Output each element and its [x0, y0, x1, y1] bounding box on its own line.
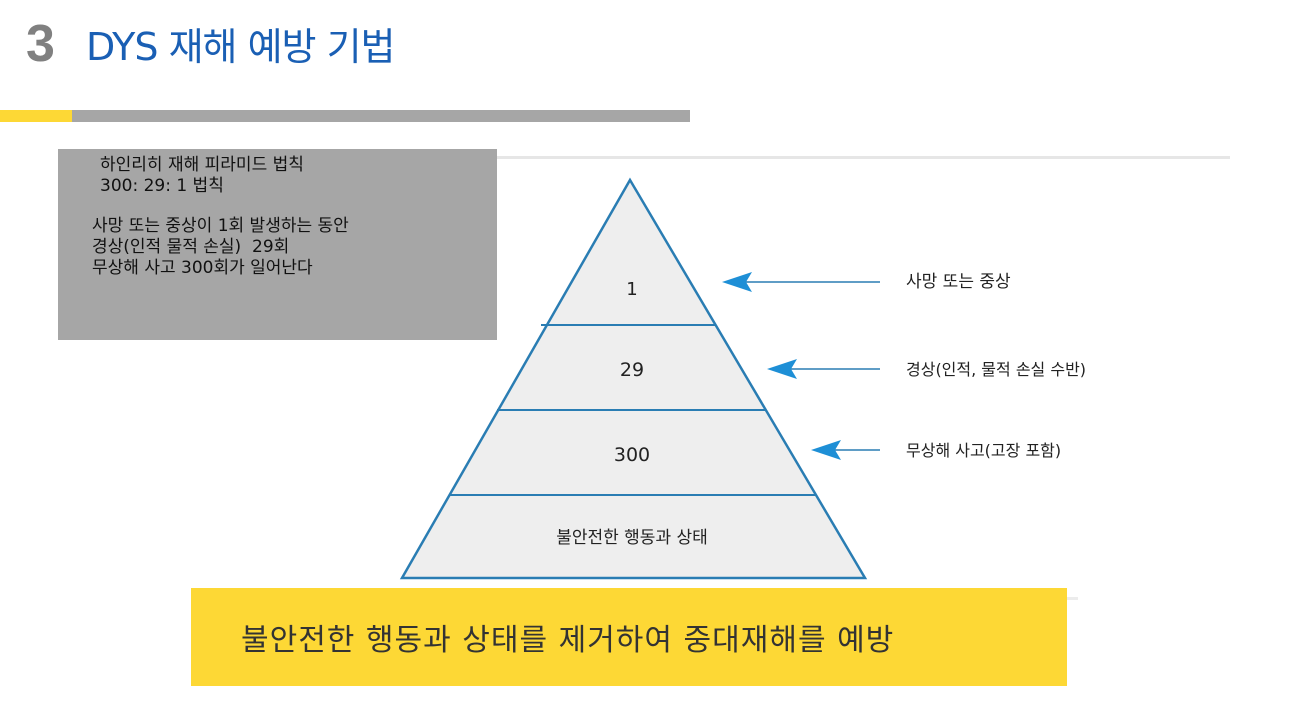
heinrich-info-box: 하인리히 재해 피라미드 법칙 300: 29: 1 법칙 사망 또는 중상이 … [58, 149, 497, 340]
title-underline-accent [0, 110, 72, 122]
section-number: 3 [26, 15, 55, 73]
conclusion-banner: 불안전한 행동과 상태를 제거하여 중대재해를 예방 [191, 588, 1067, 686]
divider-line [497, 156, 1230, 159]
arrow-icon [811, 440, 880, 460]
pyramid-level-label: 불안전한 행동과 상태 [556, 528, 708, 548]
pyramid-level-description: 무상해 사고(고장 포함) [906, 441, 1061, 460]
pyramid-level-label: 300 [614, 444, 650, 466]
info-line: 무상해 사고 300회가 일어난다 [92, 258, 313, 278]
banner-text: 불안전한 행동과 상태를 제거하여 중대재해를 예방 [241, 623, 895, 658]
title-underline [72, 110, 690, 122]
info-line: 경상(인적 물적 손실) 29회 [92, 237, 290, 257]
arrow-icon [722, 272, 880, 292]
pyramid-level-label: 1 [626, 279, 637, 300]
info-line: 300: 29: 1 법칙 [100, 176, 224, 196]
pyramid-level-description: 사망 또는 중상 [906, 272, 1011, 292]
page-title: DYS 재해 예방 기법 [86, 25, 396, 69]
pyramid-level-description: 경상(인적, 물적 손실 수반) [906, 360, 1086, 379]
pyramid-body [399, 177, 868, 580]
info-line: 하인리히 재해 피라미드 법칙 [100, 155, 304, 175]
arrow-icon [767, 359, 880, 379]
info-line: 사망 또는 중상이 1회 발생하는 동안 [92, 216, 349, 236]
pyramid-level-label: 29 [620, 359, 644, 381]
